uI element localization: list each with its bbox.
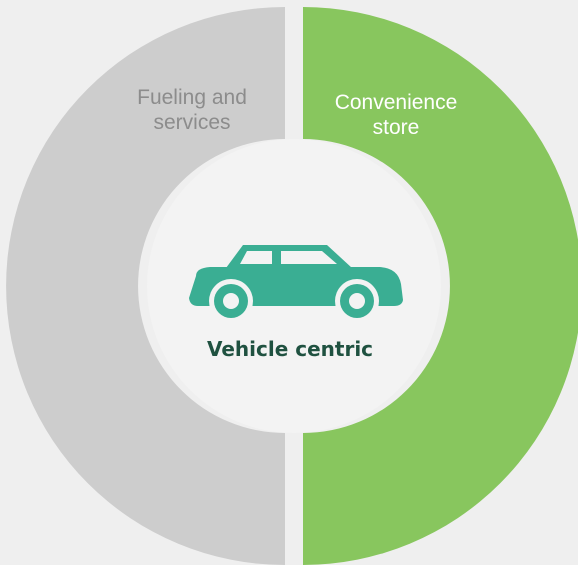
segment-label-line: Convenience xyxy=(334,91,458,114)
segment-fueling-services xyxy=(6,7,285,565)
center-label: Vehicle centric xyxy=(206,337,374,361)
car-icon xyxy=(189,245,403,323)
segment-label-convenience-store: Convenience store xyxy=(296,90,496,140)
segment-label-line: services xyxy=(153,111,231,134)
segment-label-fueling-services: Fueling and services xyxy=(92,85,292,135)
segment-label-line: store xyxy=(372,116,420,139)
segment-label-line: Fueling and xyxy=(137,86,247,109)
segment-convenience-store xyxy=(303,7,578,565)
